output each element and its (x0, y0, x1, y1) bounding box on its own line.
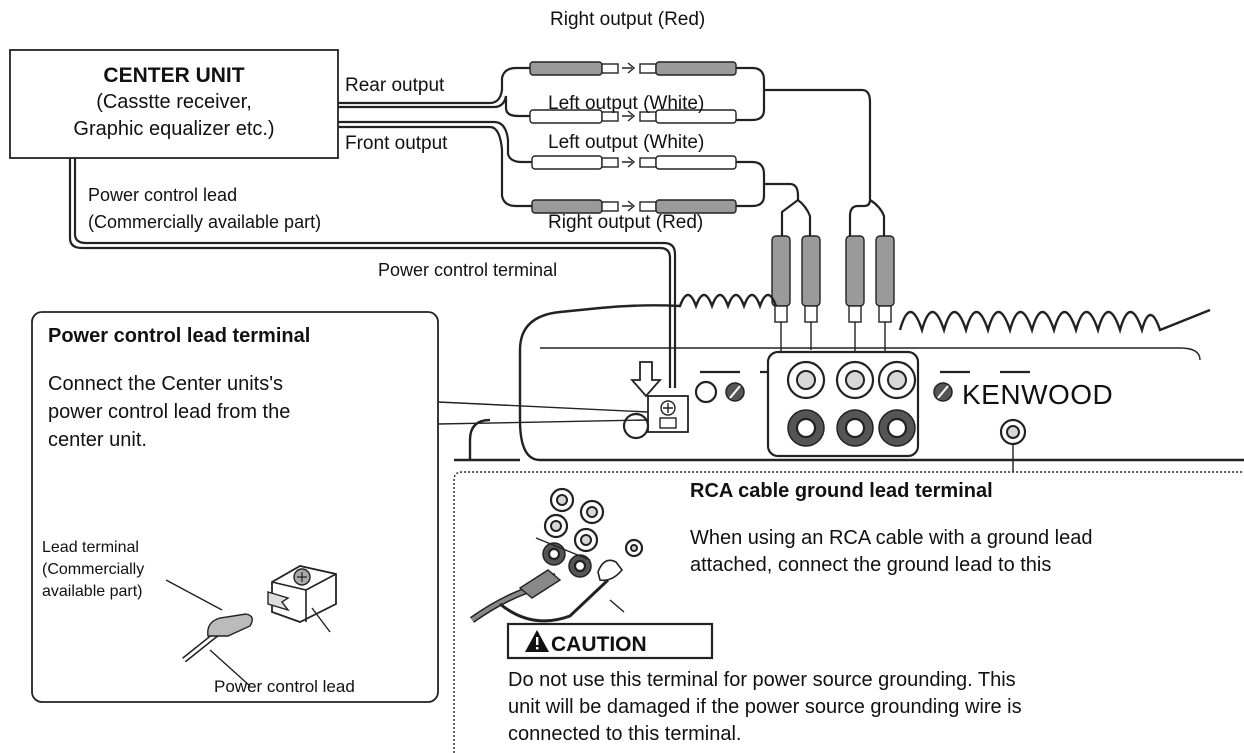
caution-badge: CAUTION (506, 622, 714, 660)
arrow-icon (267, 591, 290, 612)
caution-text-1: Do not use this terminal for power sourc… (508, 669, 1016, 691)
power-terminal-panel: Power control lead terminal Connect the … (31, 311, 649, 703)
front-right-label: Right output (Red) (548, 212, 703, 233)
front-cable (338, 120, 532, 164)
caution-text-3: connected to this terminal. (508, 723, 741, 745)
amplifier: KENWOOD (454, 293, 1244, 472)
rear-output-label: Rear output (345, 75, 445, 96)
mount-hole (622, 412, 650, 440)
center-unit-line2: Graphic equalizer etc.) (73, 118, 274, 140)
arrow-down-icon (630, 361, 662, 398)
rca-ground-desc-2: attached, connect the ground lead to thi… (690, 554, 1051, 576)
power-control-terminal (622, 395, 689, 440)
center-unit-box (9, 49, 339, 159)
caution-label: CAUTION (551, 633, 647, 656)
plug-v1 (771, 235, 791, 307)
plug-v4 (875, 235, 895, 307)
power-terminal-title: Power control lead terminal (48, 325, 310, 347)
rear-left-plugs (529, 109, 737, 124)
plug-v2 (801, 235, 821, 307)
front-left-label: Left output (White) (548, 132, 704, 153)
rca-ground-title: RCA cable ground lead terminal (690, 480, 993, 502)
lead-terminal-illustration (165, 565, 337, 687)
mount-screw-1 (694, 380, 718, 404)
rca-ground-panel: RCA cable ground lead terminal When usin… (453, 471, 1244, 753)
lead-terminal-label-2: (Commercially (42, 561, 144, 578)
caution-text-2: unit will be damaged if the power source… (508, 696, 1022, 718)
rca-ground-illustration (469, 487, 644, 623)
rca-plug-pairs: Right output (Red) Left output (White) L… (529, 9, 737, 233)
kenwood-logo: KENWOOD (962, 379, 1113, 410)
power-control-lead: Power control lead (Commercially availab… (68, 158, 677, 398)
front-right-plugs (531, 199, 737, 214)
rca-panel-border (453, 471, 1244, 753)
power-lead-label-1: Power control lead (88, 185, 237, 205)
output-cables: Rear output Front output (338, 66, 532, 208)
power-terminal-desc-2: power control lead from the (48, 401, 290, 423)
plug-v3 (845, 235, 865, 307)
rca-jacks (786, 360, 917, 447)
power-terminal-desc-1: Connect the Center units's (48, 373, 283, 395)
power-lead-label-2: (Commercially available part) (88, 212, 321, 232)
lead-terminal-label-3: available part) (42, 583, 143, 600)
center-unit-title: CENTER UNIT (103, 64, 244, 87)
power-control-lead-label: Power control lead (214, 677, 355, 696)
rear-right-plugs (529, 61, 737, 76)
center-unit: CENTER UNIT (Casstte receiver, Graphic e… (9, 49, 339, 159)
rca-ground-desc-1: When using an RCA cable with a ground le… (690, 527, 1092, 549)
power-control-terminal-label: Power control terminal (378, 260, 557, 280)
power-terminal-desc-3: center unit. (48, 429, 147, 451)
center-unit-line1: (Casstte receiver, (96, 91, 252, 113)
front-left-plugs (531, 155, 737, 170)
front-output-label: Front output (345, 133, 448, 154)
amp-input-cables (736, 66, 895, 421)
power-terminal-box (31, 311, 439, 703)
rear-left-label: Left output (White) (548, 93, 704, 114)
lead-terminal-label-1: Lead terminal (42, 539, 139, 556)
rear-cable (338, 66, 530, 105)
rear-right-label: Right output (Red) (550, 9, 705, 30)
amp-body-outline (518, 350, 1244, 462)
